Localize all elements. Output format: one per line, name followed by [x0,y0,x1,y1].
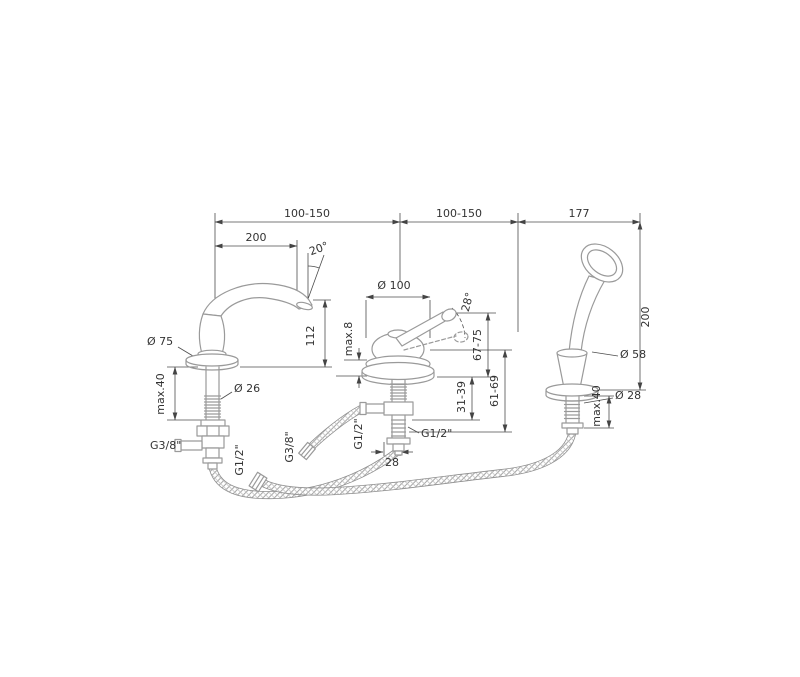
label-spout-height: 112 [304,326,317,347]
shower-head [580,243,624,283]
label-shower-max-deck: max.40 [590,385,603,426]
leader-dia26 [220,391,233,400]
mixer-tee-block [383,401,414,416]
angle-lines-20 [307,253,325,300]
hose-end-nut-2 [298,441,316,461]
label-top-span-right: 177 [569,207,590,220]
dimension-labels: 100-150 100-150 177 200 20° Ø 75 max.40 … [147,207,652,476]
valve-bottom-port [205,447,220,459]
label-mixer-h2: 31-39 [455,381,468,413]
extension-lines-right-stack [409,312,512,433]
hand-shower-drawing [545,243,624,435]
label-handle-angle: 28° [459,291,477,313]
extension-lines-112 [240,299,332,368]
hose-end-nut [248,471,268,493]
shower-escutcheon [545,383,599,397]
shower-hose-connector [566,427,579,435]
label-spout-base-dia: Ø 75 [147,335,173,348]
label-top-span-left: 100-150 [284,207,330,220]
mixer-shank-lower-threads [390,419,407,437]
label-spout-angle: 20° [307,239,330,258]
label-spout-shank-dia: Ø 26 [234,382,260,395]
mixer-bottom-port [392,443,405,452]
mixer-lever-alt-position [403,335,457,351]
mixer-lever-knob [441,308,457,322]
label-mixer-h3: 61-69 [488,375,501,407]
label-mixer-h1: 67-75 [471,329,484,361]
label-spout-max-deck: max.40 [154,373,167,414]
tub-spout-drawing [174,282,313,470]
shower-head-face [586,249,618,277]
valve-side-port-end [174,438,182,453]
label-mixer-shank-thread-right: G1/2" [421,427,452,440]
valve-bottom-nut [202,457,223,464]
mixer-bottom-nut [386,437,411,445]
spout-mouth [296,301,313,311]
mixer-escutcheon [361,361,435,381]
spout-base [198,313,226,355]
leader-dia58 [591,351,619,357]
shower-bottom-nut [561,422,584,429]
shower-shank-threads [563,400,581,420]
mixer-left-port [365,403,385,414]
label-mixer-escutcheon-dia: Ø 100 [377,279,410,292]
label-valve-inlet-thread: G3/8" [150,439,181,452]
label-shower-holder-dia: Ø 58 [620,348,646,361]
valve-hex-nut [196,425,230,437]
label-valve-outlet-thread: G1/2" [233,444,246,475]
label-mixer-max-deck: max.8 [342,322,355,356]
label-mixer-shank-thread-left: G1/2" [352,418,365,449]
mixer-left-port-nut [359,401,367,416]
shower-holder-top [556,348,588,358]
mixer-valve-drawing [359,308,469,456]
label-spout-reach: 200 [246,231,267,244]
angle-arc-20 [307,265,320,269]
spout-escutcheon [185,353,239,367]
valve-collar [200,419,226,427]
mixer-lever-alt-knob [453,331,469,343]
spout-escutcheon-rim [185,359,239,371]
dimension-lines [167,213,646,456]
leader-dia28 [583,397,614,404]
valve-body [201,435,225,449]
mixer-shank-lower [391,414,406,439]
extension-lines-top [214,213,641,332]
valve-hose-connector [207,462,218,470]
label-shower-shank-dia: Ø 28 [615,389,641,402]
leader-g12-right [407,426,420,434]
mixer-hose-connector [394,450,403,456]
spout-shank-threads [203,395,222,418]
label-mixer-hose-thread: G3/8" [283,431,296,462]
flex-hoses [209,405,576,500]
label-shower-height: 200 [639,307,652,328]
spout-neck [202,282,313,317]
label-top-span-mid: 100-150 [436,207,482,220]
label-mixer-offset: 28 [385,456,399,469]
valve-side-port [180,440,203,451]
mixer-shank-upper-threads [389,383,408,400]
leader-dia75 [177,346,194,357]
